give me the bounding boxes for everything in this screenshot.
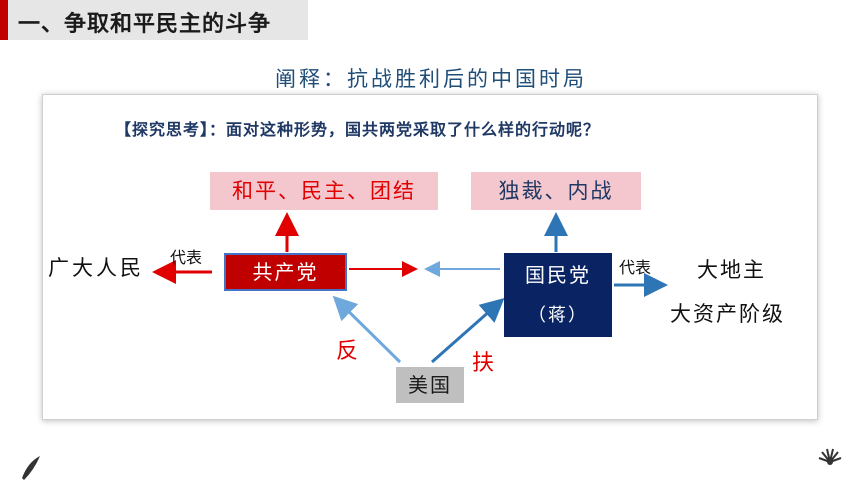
- support-label: 扶: [472, 351, 495, 376]
- kmt-goal-box: 独裁、内战: [471, 172, 641, 210]
- represents-right-label: 代表: [619, 258, 652, 277]
- cpc-box: 共产党: [224, 253, 347, 291]
- header-accent-bar: [0, 0, 8, 40]
- people-label: 广大人民: [48, 256, 144, 280]
- usa-support-arrow: [431, 298, 505, 364]
- kmt-label: 国民党: [525, 263, 591, 287]
- header-background: [8, 0, 308, 40]
- slide-subtitle: 阐释：抗战胜利后的中国时局: [275, 67, 587, 91]
- landlord-label: 大地主: [697, 258, 766, 282]
- oppose-label: 反: [336, 339, 359, 364]
- usa-box: 美国: [396, 367, 464, 403]
- section-title: 一、争取和平民主的斗争: [18, 12, 272, 37]
- question-text: 【探究思考】：面对这种形势，国共两党采取了什么样的行动呢？: [115, 120, 601, 139]
- cpc-goal-box: 和平、民主、团结: [210, 172, 438, 210]
- diagram-card: [42, 94, 818, 420]
- bourgeois-label: 大资产阶级: [670, 302, 785, 326]
- represents-left-label: 代表: [170, 248, 203, 267]
- kmt-leader-label: （蒋）: [528, 305, 588, 326]
- feather-icon-left: [22, 456, 40, 480]
- feather-icon-right: [818, 448, 842, 465]
- usa-oppose-arrow: [332, 295, 402, 364]
- kmt-box: 国民党 （蒋）: [504, 253, 612, 337]
